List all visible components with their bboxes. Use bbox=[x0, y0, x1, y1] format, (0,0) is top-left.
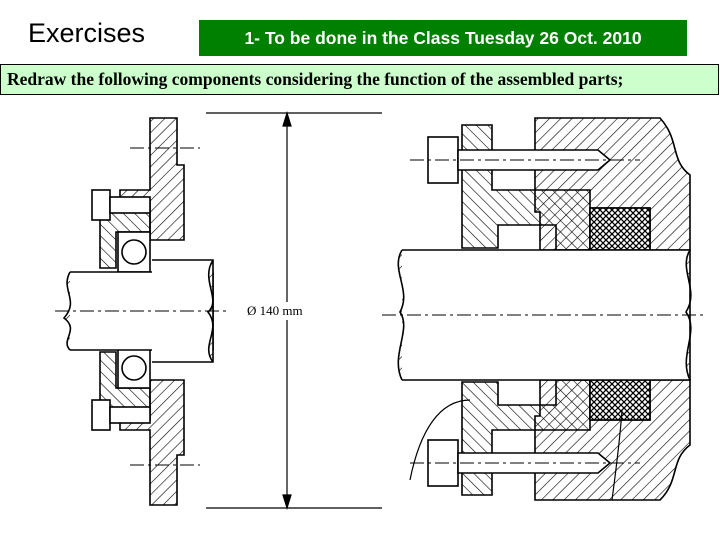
instruction-bar: Redraw the following components consider… bbox=[0, 64, 719, 95]
technical-drawing: Ø 140 mm bbox=[55, 110, 705, 511]
dimension-label: Ø 140 mm bbox=[247, 303, 303, 318]
right-gland-assembly bbox=[397, 117, 692, 501]
left-centerlines bbox=[55, 147, 230, 466]
slide-title: Exercises bbox=[28, 18, 146, 48]
diameter-dimension bbox=[206, 110, 382, 511]
class-banner: 1- To be done in the Class Tuesday 26 Oc… bbox=[199, 20, 687, 56]
right-centerlines bbox=[382, 159, 705, 464]
